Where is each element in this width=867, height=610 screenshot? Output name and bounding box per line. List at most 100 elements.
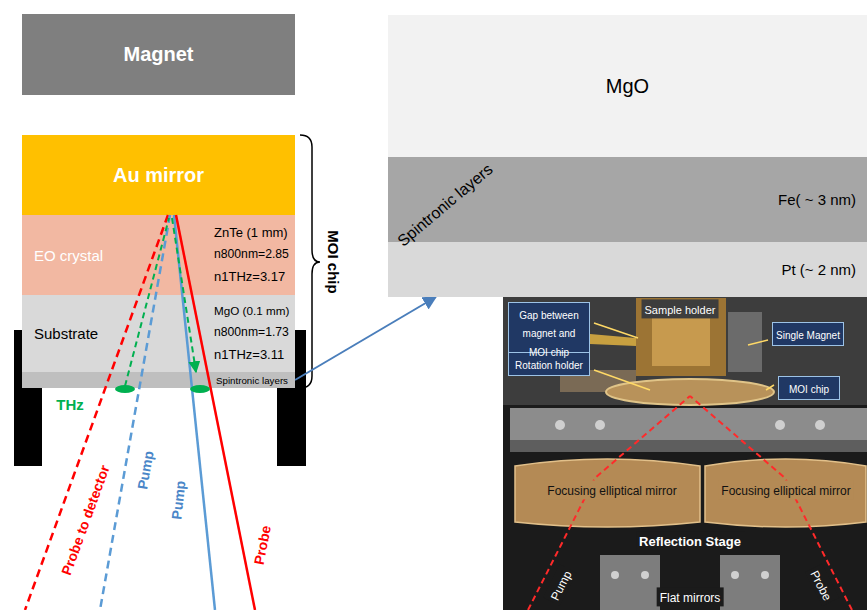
elliptical-mirror (705, 459, 866, 527)
layer-text: MgO (0.1 mm) (214, 304, 289, 317)
label-text: Sample holder (645, 304, 716, 316)
label-text: Probe (251, 524, 274, 566)
label-text: Single Magnet (776, 330, 840, 341)
layer-text: Pt (~ 2 nm) (781, 261, 856, 278)
layer-text: Substrate (34, 325, 98, 342)
photo-background (503, 297, 867, 610)
screw (815, 420, 825, 430)
label-text: MOI chip (789, 384, 829, 395)
layer-text: Au mirror (113, 164, 204, 187)
thz-beam (125, 218, 169, 386)
mirror-layer: Au mirror (22, 135, 295, 215)
signal-label: THz (56, 395, 84, 414)
text-slot: Fe( ~ 3 nm) (728, 157, 860, 242)
text-slot: Pt (~ 2 nm) (728, 242, 860, 297)
probe-beam (176, 215, 255, 610)
photo-beam (690, 396, 852, 610)
layer-text: n1THz=3.11 (214, 347, 284, 362)
label-text: MOI chip (325, 230, 342, 293)
single-magnet-body (728, 312, 762, 372)
label-text: Pump (168, 480, 188, 520)
spintronic-band: Spintronic layers (22, 372, 295, 388)
screw (775, 420, 785, 430)
leader-line (594, 323, 638, 338)
text-slot: MgO (0.1 mm) (210, 299, 293, 321)
chip-bracket (300, 135, 320, 388)
layer-text: n800nm=1.73 (214, 325, 289, 339)
beam-label: Probe (249, 524, 275, 567)
photo-label: Flat mirrors (657, 587, 724, 606)
flat-mirror-mount (720, 555, 780, 610)
text-slot: n800nm=1.73 (210, 321, 293, 343)
plate-edge (510, 440, 867, 452)
layer-text: MgO (606, 75, 649, 98)
substrate-layer: MgO (388, 15, 867, 157)
screw (611, 571, 619, 579)
elliptical-mirror (515, 459, 700, 527)
text-slot: EO crystal (30, 215, 130, 295)
screw (595, 420, 605, 430)
screw (761, 571, 769, 579)
label-text: Rotation holder (515, 360, 583, 371)
photo-label: Focusing elliptical mirror (544, 480, 679, 499)
photo-callout: MOI chip (778, 376, 840, 400)
screw (555, 420, 565, 430)
layer-text: ZnTe (1 mm) (214, 225, 288, 240)
photo-beam (528, 396, 690, 610)
beam-label: Probe to detector (56, 462, 114, 577)
layer-text: Spintronic layers (216, 375, 288, 386)
layer-text: EO crystal (34, 247, 103, 264)
photo-label: Reflection Stage (636, 531, 744, 550)
sample-holder-body (636, 298, 726, 376)
photo-backdrop (503, 297, 867, 405)
pump-return-beam (100, 215, 170, 610)
label-text: Gap between magnet and MOI chip (519, 310, 579, 358)
label-text: Focusing elliptical mirror (721, 484, 850, 498)
beam-label: Pump (132, 449, 158, 491)
metal-layer: Pt (~ 2 nm) (388, 242, 867, 297)
magnet-block: Magnet (22, 14, 295, 95)
layer-text: n800nm=2.85 (214, 247, 289, 261)
thz-beam (172, 218, 196, 372)
text-slot: Au mirror (22, 135, 295, 215)
pump-beam (174, 215, 215, 610)
text-slot: n1THz=3.11 (210, 343, 293, 365)
sample-holder-face (652, 318, 710, 366)
text-slot: n800nm=2.85 (210, 243, 293, 265)
label-text: THz (56, 396, 84, 413)
text-slot: ZnTe (1 mm) (210, 221, 293, 243)
text-slot: Substrate (30, 295, 130, 372)
leader-line (766, 385, 774, 390)
photo-label: Focusing elliptical mirror (718, 480, 853, 499)
thz-spot (115, 385, 135, 393)
layer-text: Fe( ~ 3 nm) (778, 191, 856, 208)
layer-text: n1THz=3.17 (214, 269, 285, 284)
layer-text: Magnet (124, 43, 194, 66)
substrate-layer: Substrate MgO (0.1 mm) n800nm=1.73 n1THz=3.… (22, 295, 295, 372)
reflection-stage-plate (510, 408, 867, 452)
leader-line (748, 340, 768, 345)
label-text: Focusing elliptical mirror (547, 484, 676, 498)
text-slot: Spintronic layers (212, 372, 292, 388)
text-slot: n1THz=3.17 (210, 265, 293, 287)
label-text: Reflection Stage (639, 534, 741, 549)
screw (641, 571, 649, 579)
leader-line (594, 370, 650, 390)
bracket-label: MOI chip (323, 230, 342, 293)
thz-spot (190, 385, 210, 393)
gap-strip (590, 334, 636, 346)
text-slot: Magnet (22, 14, 295, 95)
text-slot: MgO (388, 15, 867, 157)
label-text: Probe to detector (58, 463, 113, 577)
beam-label: Pump (166, 480, 189, 521)
flat-mirror-mount (600, 555, 660, 610)
label-text: Pump (134, 450, 157, 491)
connector-arrow (295, 297, 436, 380)
screw (731, 571, 739, 579)
probe-return-beam (25, 215, 168, 610)
photo-callout: Single Magnet (772, 322, 844, 346)
label-text: Flat mirrors (660, 591, 721, 605)
photo-label: Sample holder (642, 299, 719, 318)
